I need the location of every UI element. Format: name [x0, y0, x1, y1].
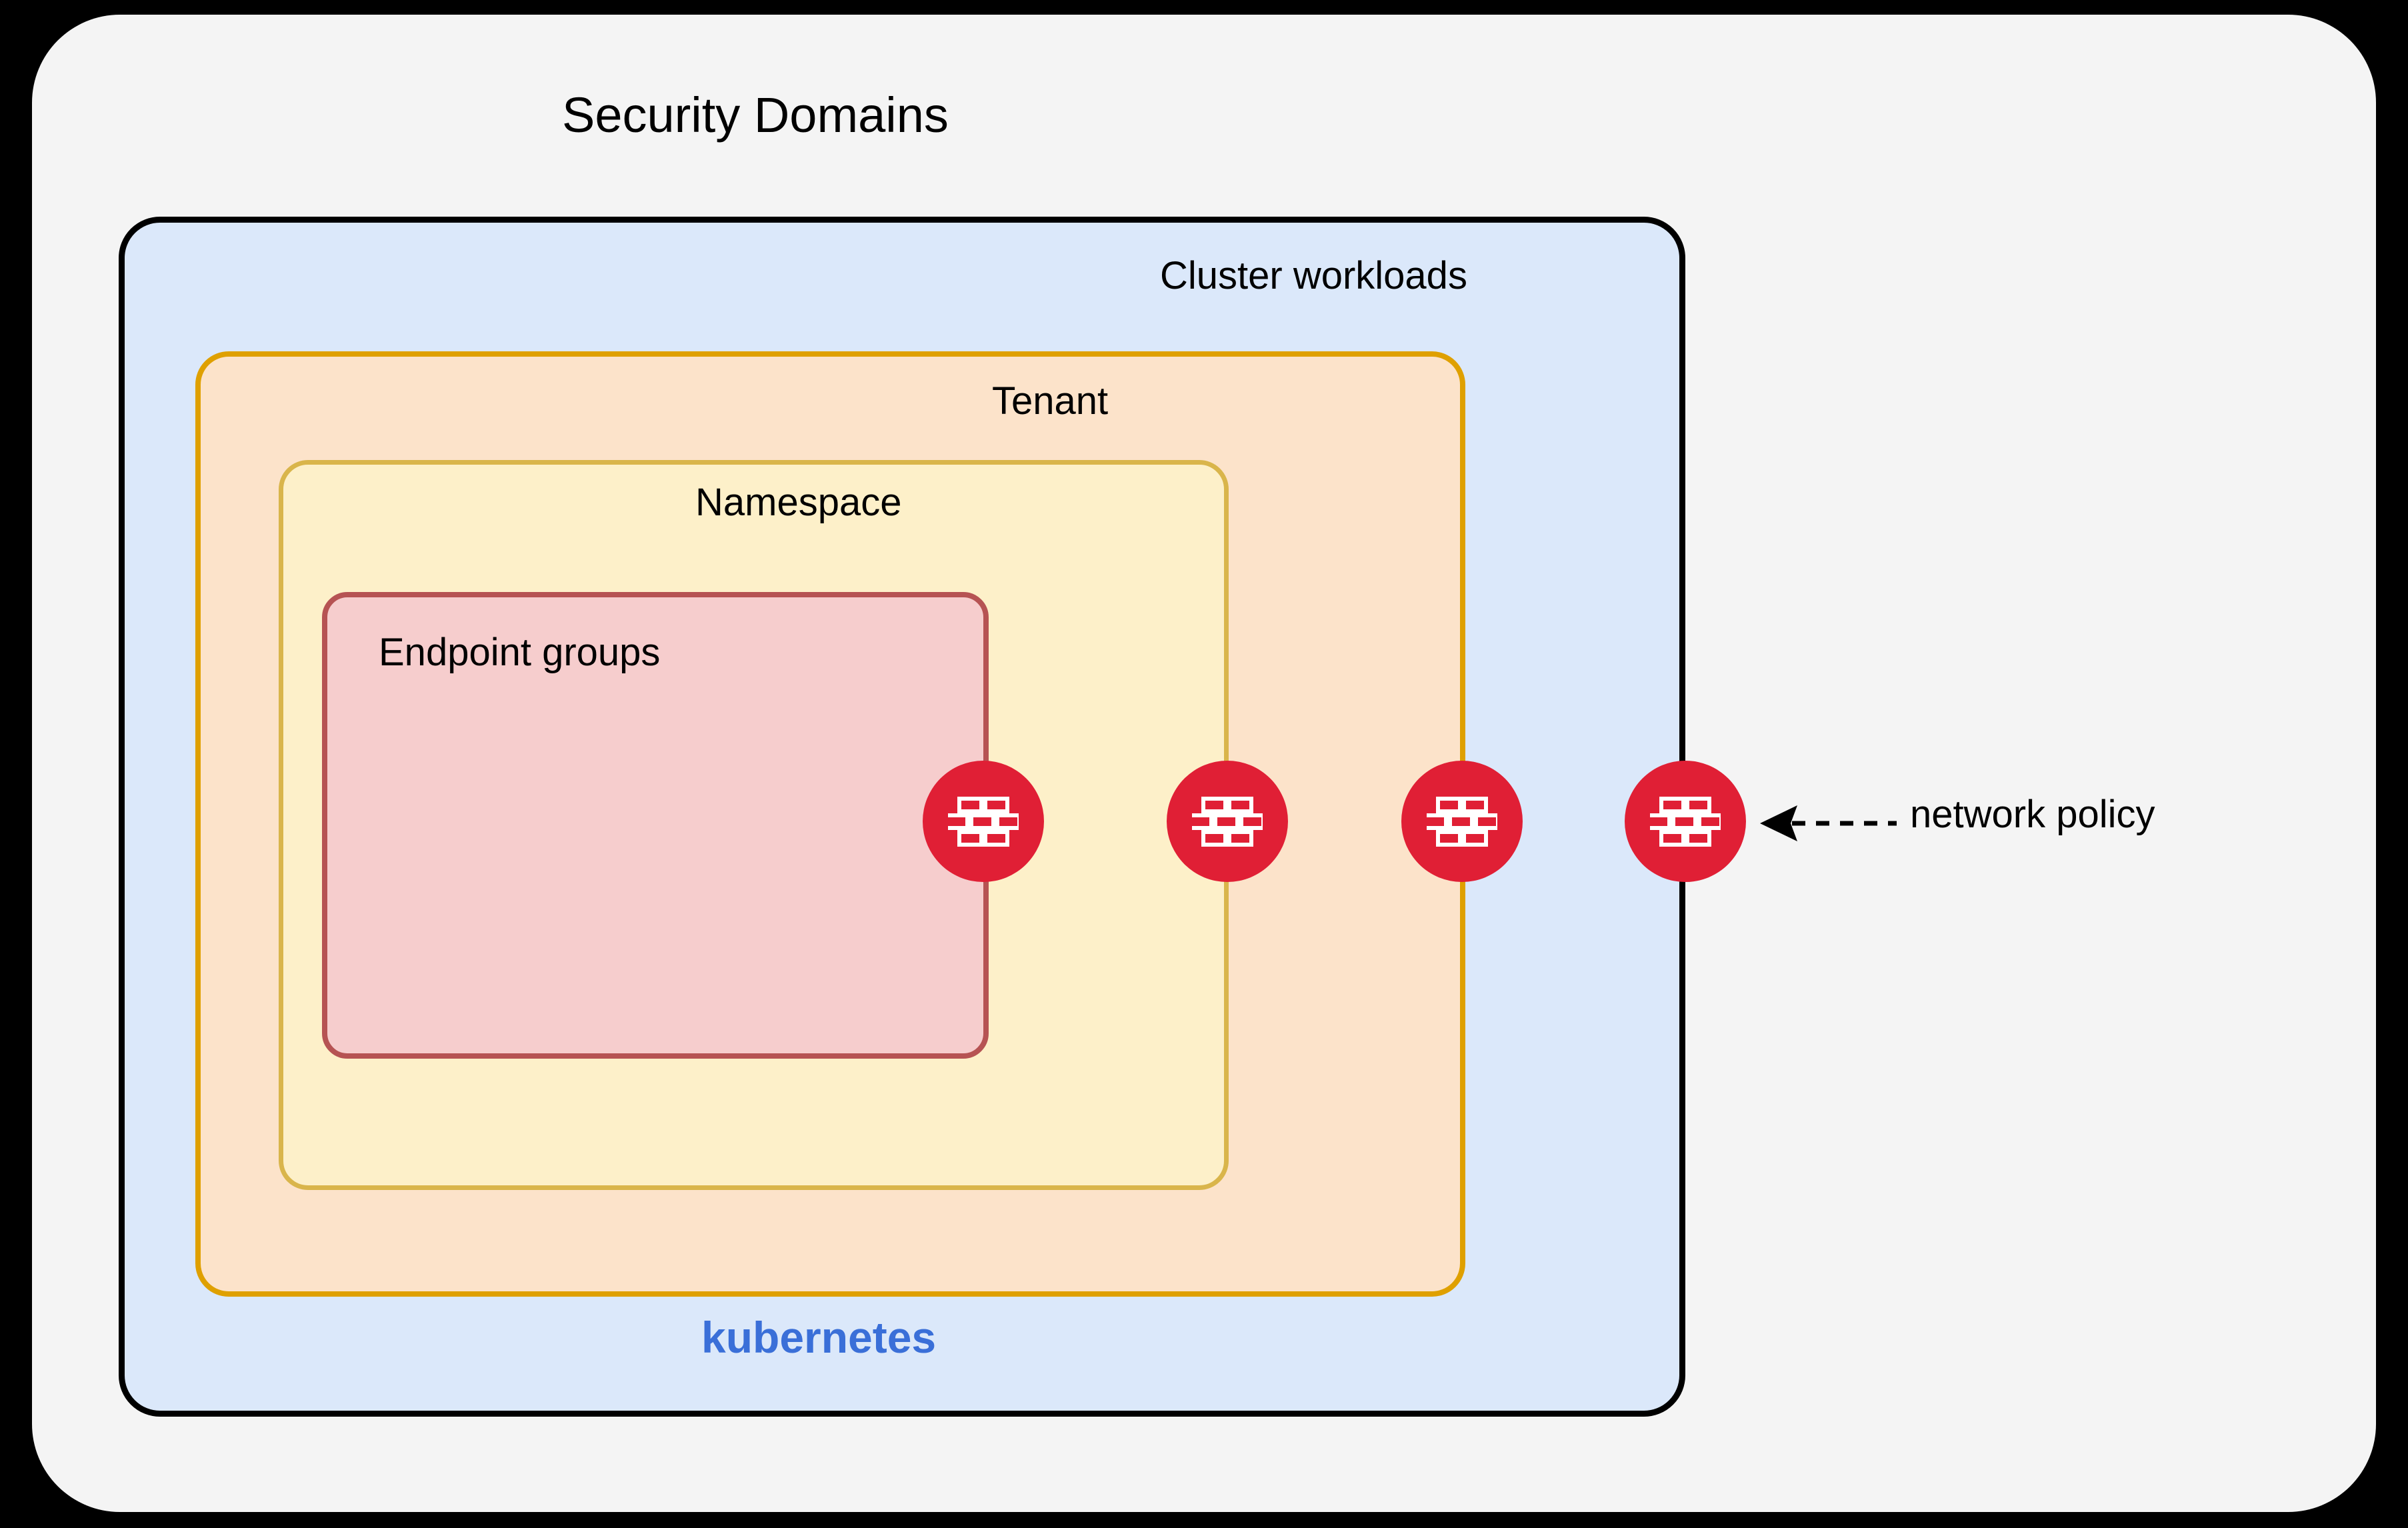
label-cluster-workloads: Cluster workloads [1160, 254, 1467, 297]
label-kubernetes: kubernetes [701, 1313, 937, 1362]
firewall-brick-wall-icon [1650, 795, 1721, 848]
label-tenant: Tenant [992, 379, 1109, 423]
firewall-brick-wall-icon [1427, 795, 1497, 848]
label-network-policy: network policy [1910, 793, 2155, 836]
firewall-marker-namespace [1167, 761, 1288, 882]
page-title: Security Domains [562, 87, 949, 143]
network-policy-arrow [1753, 799, 1913, 852]
firewall-brick-wall-icon [948, 795, 1019, 848]
label-namespace: Namespace [695, 481, 902, 524]
box-endpoint-groups [322, 592, 989, 1059]
label-endpoint-groups: Endpoint groups [379, 631, 661, 674]
firewall-marker-endpoint-groups [923, 761, 1044, 882]
firewall-marker-tenant [1401, 761, 1523, 882]
firewall-marker-cluster-workloads [1625, 761, 1746, 882]
firewall-brick-wall-icon [1192, 795, 1263, 848]
